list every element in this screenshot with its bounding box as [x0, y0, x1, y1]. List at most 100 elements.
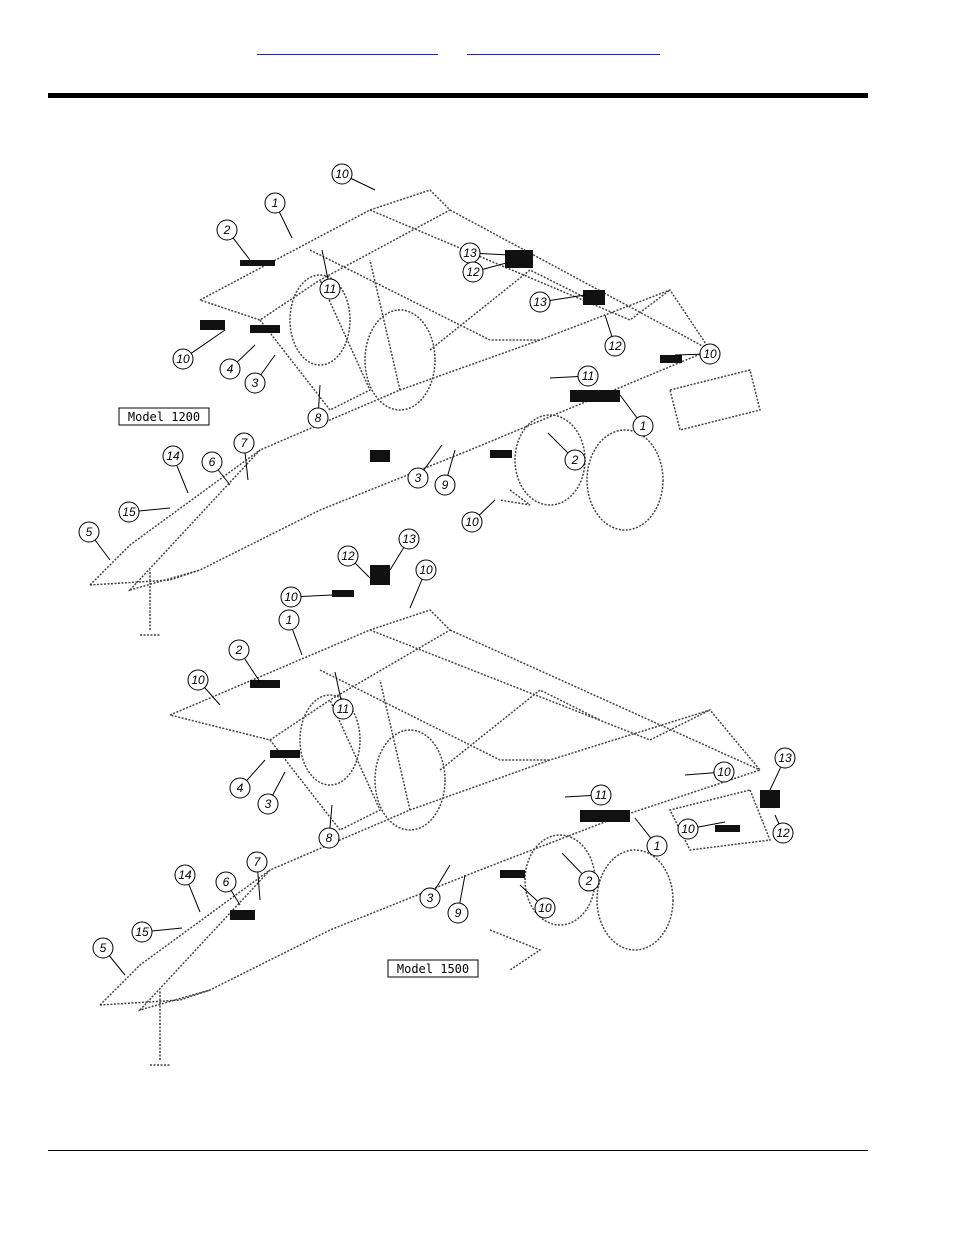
leader-line: [547, 432, 569, 454]
callout-circle: [604, 335, 626, 357]
leader-line: [604, 314, 613, 337]
callout-10: 10: [331, 163, 376, 191]
callout-number: 14: [166, 449, 180, 463]
callout-circle: [713, 761, 735, 783]
leader-line: [519, 884, 538, 902]
callout-circle: [461, 511, 483, 533]
callout-14: 14: [174, 864, 201, 913]
leader-line: [108, 955, 126, 976]
callout-circle: [229, 777, 251, 799]
callout-number: 12: [776, 826, 790, 840]
callout-11: 11: [319, 249, 341, 300]
callout-circle: [415, 559, 437, 581]
callout-circle: [407, 467, 429, 489]
callout-3: 3: [419, 864, 451, 909]
header-link-2[interactable]: [467, 40, 660, 55]
callout-circle: [216, 219, 238, 241]
callout-circle: [187, 669, 209, 691]
callout-4: 4: [219, 344, 256, 380]
callout-circle: [578, 870, 600, 892]
callout-13: 13: [529, 291, 586, 313]
leader-line: [176, 465, 189, 494]
bottom-rule: [48, 1150, 868, 1151]
model-1500-label: Model 1500: [397, 962, 469, 976]
callout-number: 15: [135, 925, 149, 939]
callout-number: 10: [465, 515, 479, 529]
leader-line: [549, 376, 579, 379]
model-1500-label-box: [387, 959, 479, 978]
callout-circle: [278, 609, 300, 631]
leader-line: [236, 344, 256, 363]
callout-number: 5: [100, 941, 107, 955]
callout-13: 13: [459, 242, 511, 264]
leader-line: [350, 177, 376, 191]
callout-circle: [577, 365, 599, 387]
callout-10: 10: [677, 818, 726, 840]
leader-line: [389, 547, 405, 571]
callout-3: 3: [244, 354, 276, 394]
callout-number: 13: [463, 246, 477, 260]
callout-circle: [646, 835, 668, 857]
callout-circle: [677, 818, 699, 840]
leader-line: [246, 759, 266, 781]
callout-circle: [162, 445, 184, 467]
leader-line: [434, 864, 451, 890]
callout-number: 11: [324, 282, 336, 296]
callout-circle: [772, 822, 794, 844]
callout-12: 12: [462, 261, 511, 283]
leader-line: [619, 394, 638, 419]
header-link-1[interactable]: [257, 40, 438, 55]
callout-13: 13: [389, 528, 420, 571]
callout-number: 5: [86, 525, 93, 539]
leader-line: [217, 469, 231, 486]
callout-12: 12: [337, 545, 371, 579]
callout-number: 11: [595, 788, 607, 802]
callout-circle: [246, 851, 268, 873]
callout-circle: [219, 358, 241, 380]
leader-line: [329, 804, 333, 829]
callout-circle: [774, 747, 796, 769]
callout-circle: [257, 793, 279, 815]
leader-line: [138, 507, 171, 512]
leader-line: [230, 890, 241, 906]
callout-circle: [215, 871, 237, 893]
callout-4: 4: [229, 759, 266, 799]
callout-number: 10: [419, 563, 433, 577]
callout-number: 2: [571, 453, 579, 467]
callout-circle: [174, 864, 196, 886]
model-labels: Model 1200 Model 1500: [118, 407, 479, 978]
callout-circle: [337, 545, 359, 567]
callout-11: 11: [564, 784, 612, 806]
callout-2: 2: [561, 852, 600, 892]
callout-7: 7: [246, 851, 268, 901]
callout-circle: [398, 528, 420, 550]
callout-number: 13: [533, 295, 547, 309]
callout-number: 3: [265, 797, 272, 811]
leader-line: [684, 772, 715, 776]
leader-line: [409, 579, 423, 609]
callout-8: 8: [318, 804, 340, 849]
callout-3: 3: [257, 771, 286, 815]
leader-line: [151, 927, 183, 932]
leader-line: [94, 539, 111, 561]
callout-10: 10: [280, 586, 333, 608]
callout-number: 1: [272, 196, 279, 210]
leader-line: [321, 249, 329, 280]
callout-number: 10: [538, 901, 552, 915]
machine-drawing: [89, 189, 780, 1066]
leader-line: [561, 852, 583, 875]
callout-number: 10: [703, 347, 717, 361]
leader-line: [564, 795, 592, 798]
leader-line: [769, 766, 782, 791]
callout-5: 5: [78, 521, 111, 561]
callout-10: 10: [684, 761, 735, 783]
callout-10: 10: [172, 329, 226, 370]
leader-line: [260, 354, 276, 376]
callout-circle: [590, 784, 612, 806]
callout-number: 3: [427, 891, 434, 905]
leader-line: [300, 594, 333, 598]
callout-circle: [92, 937, 114, 959]
callout-number: 3: [415, 471, 422, 485]
callout-circle: [78, 521, 100, 543]
callout-circle: [462, 261, 484, 283]
